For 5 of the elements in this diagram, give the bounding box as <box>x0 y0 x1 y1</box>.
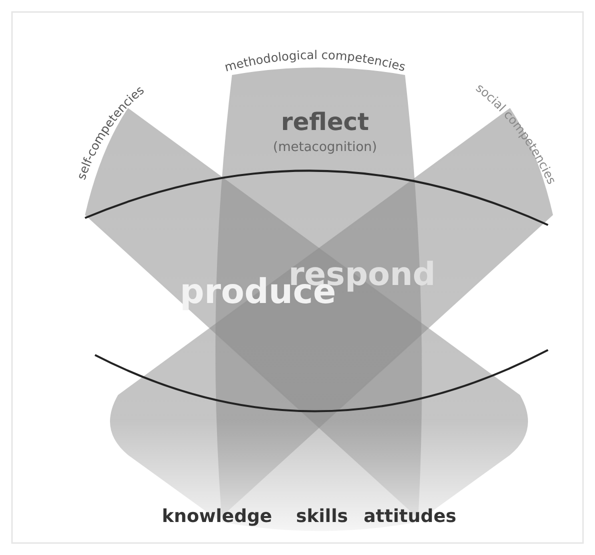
heading-text: reflect <box>281 110 369 134</box>
caption-word: knowledge <box>162 508 272 526</box>
caption-word: skills <box>296 508 348 526</box>
caption-word: attitudes <box>364 508 456 526</box>
subheading-text: (metacognition) <box>273 141 377 154</box>
